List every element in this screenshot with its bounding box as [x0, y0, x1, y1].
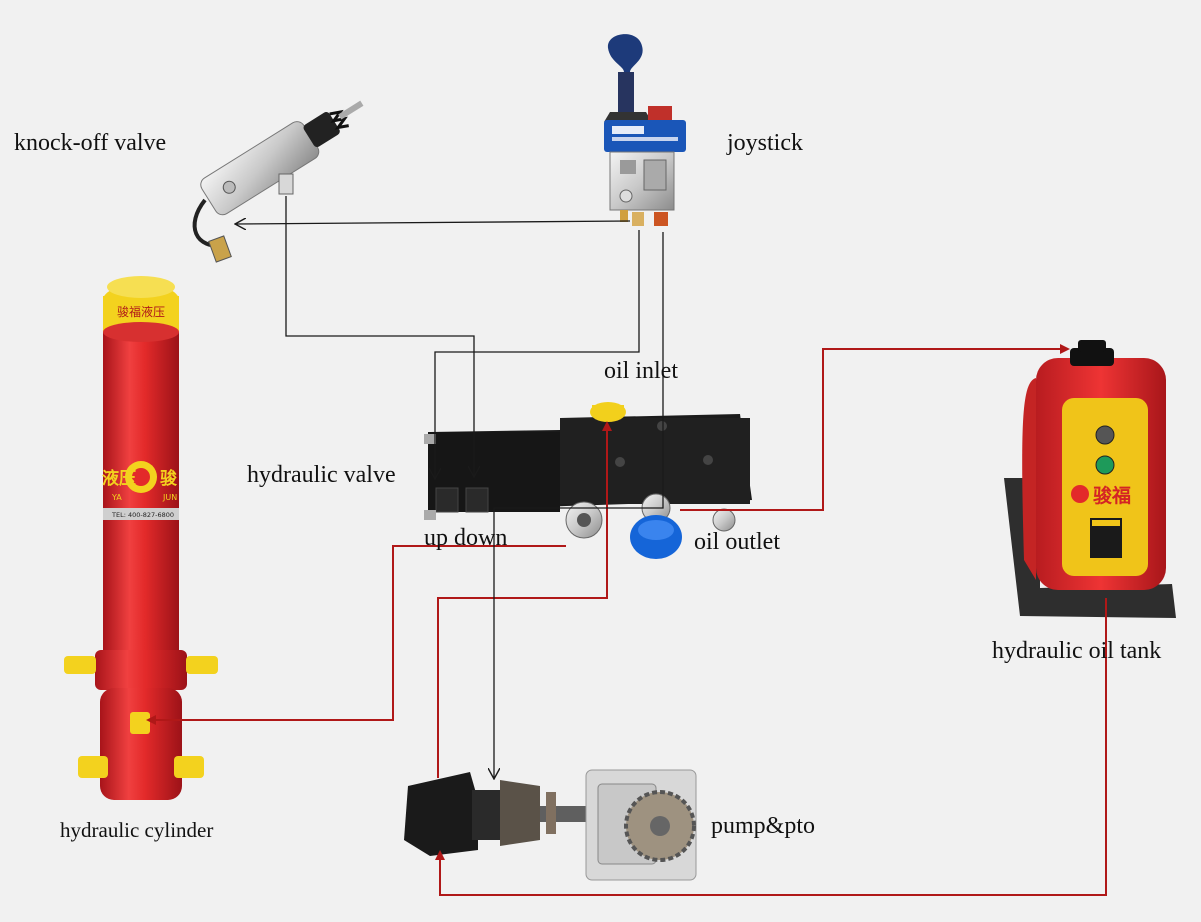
hydraulic-oil-tank-illustration — [1004, 340, 1176, 618]
cylinder-tel-text: TEL: 400-827-6800 — [111, 511, 174, 519]
cylinder-top-band-text: 骏福液压 — [117, 304, 165, 319]
label-hydraulic-valve: hydraulic valve — [247, 462, 396, 488]
oil-line-valve-outlet-to-tank — [680, 344, 1070, 511]
label-knockoff-valve: knock-off valve — [14, 130, 167, 156]
label-oil-inlet: oil inlet — [604, 358, 678, 384]
knockoff-valve-illustration — [192, 100, 364, 263]
hydraulic-valve-illustration — [424, 402, 752, 559]
label-hydraulic-cylinder: hydraulic cylinder — [60, 818, 214, 842]
label-hydraulic-oil-tank: hydraulic oil tank — [992, 638, 1162, 664]
air-line-joystick-to-knockoff — [236, 221, 631, 224]
oil-line-valve-to-cylinder — [146, 545, 566, 725]
oil-line-tank-to-pump — [435, 598, 1107, 896]
air-line-joystick-to-pump — [494, 232, 664, 778]
label-pump-pto: pump&pto — [711, 813, 816, 839]
air-line-knockoff-to-valve-down — [285, 196, 474, 476]
cylinder-ya-text: YA — [111, 493, 122, 502]
tank-brand-text: 骏福 — [1093, 484, 1131, 507]
pump-pto-illustration — [404, 769, 697, 881]
label-oil-outlet: oil outlet — [694, 529, 780, 555]
label-up-down: up down — [424, 525, 508, 551]
label-joystick: joystick — [727, 130, 803, 156]
oil-line-pump-to-valve-inlet — [437, 421, 612, 778]
cylinder-left-char: 液压 — [102, 468, 136, 489]
cylinder-jun-text: JUN — [162, 493, 177, 502]
joystick-illustration — [604, 34, 686, 226]
cylinder-right-char: 骏 — [160, 468, 178, 489]
air-line-joystick-to-valve-up — [435, 230, 640, 478]
hydraulic-cylinder-illustration — [64, 276, 218, 800]
